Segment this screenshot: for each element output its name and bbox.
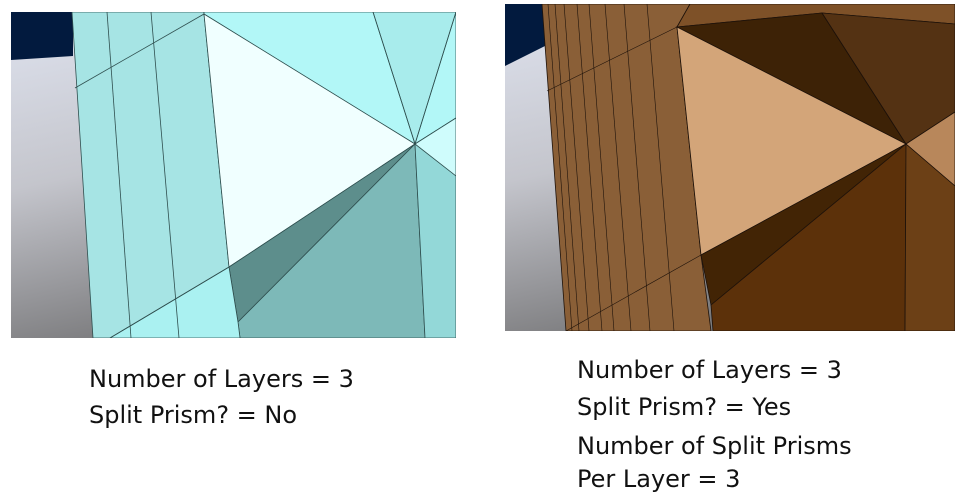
right-caption-split-count-label: Number of Split Prisms [577, 432, 852, 460]
right-caption-layers: Number of Layers = 3 [577, 356, 842, 384]
mesh-render-split [505, 4, 955, 331]
left-caption-layers: Number of Layers = 3 [89, 365, 354, 393]
right-caption-split-prism: Split Prism? = Yes [577, 393, 792, 421]
mesh-render-no-split [11, 12, 456, 338]
left-caption-split-prism: Split Prism? = No [89, 401, 298, 429]
right-caption-split-count-value: Per Layer = 3 [577, 465, 741, 493]
